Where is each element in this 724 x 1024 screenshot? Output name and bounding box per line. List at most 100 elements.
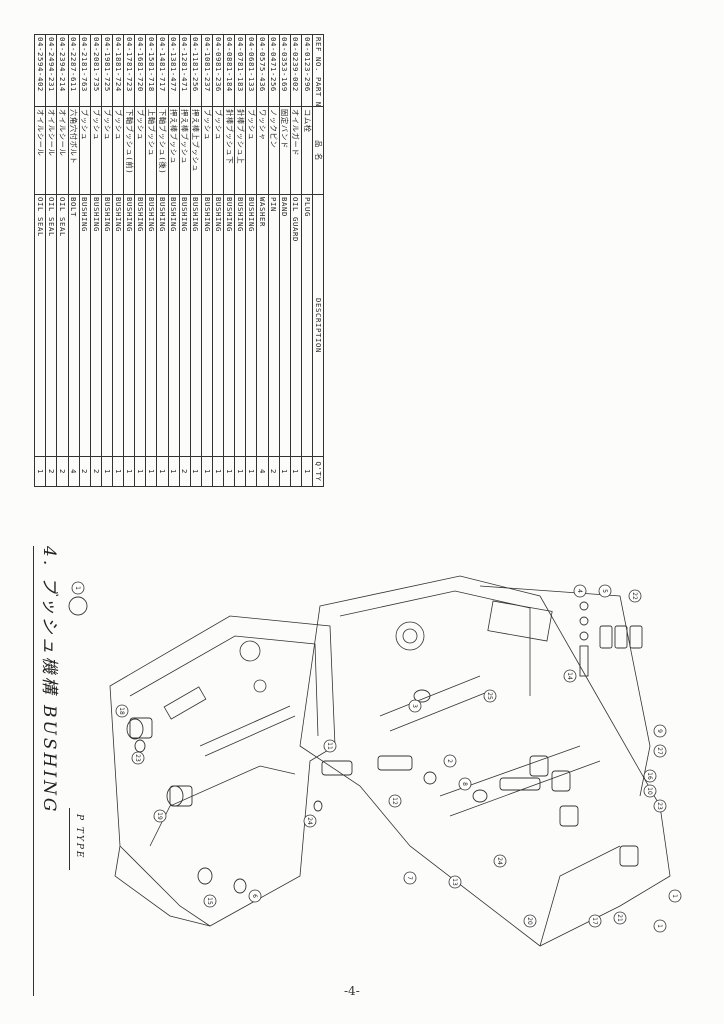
cell-name: オイルガード [290, 106, 302, 195]
cell-qty: 4 [68, 456, 80, 487]
callout-circle [408, 699, 422, 713]
cell-qty: 2 [56, 456, 69, 487]
callout-number: 13 [451, 878, 458, 886]
cell-qty: 1 [190, 456, 202, 487]
cell-part-no: 04-2494-231 [47, 37, 57, 92]
cell-part-no: 04-0239-002 [291, 37, 301, 92]
callout-bubble: 27 [653, 744, 667, 758]
callout-bubble: 1 [71, 581, 85, 595]
cell-description: BUSHING [234, 194, 246, 457]
cell-part-no: 04-1081-237 [202, 37, 212, 92]
callout-bubble: 8 [458, 777, 472, 791]
callout-number: 21 [616, 914, 623, 922]
machine-arm-lower [299, 575, 671, 947]
callout-number: 1 [671, 894, 678, 898]
header-ref-no: REF NO. [313, 37, 323, 72]
callout-bubble: 3 [408, 699, 422, 713]
cell-ref-part: 04-1581-718 [145, 34, 157, 107]
cell-description: BUSHING [145, 194, 157, 457]
cell-part-no: 04-0681-133 [247, 37, 257, 92]
callout-number: 24 [496, 857, 503, 865]
callout-number: 17 [591, 917, 598, 925]
cell-name: ノックピン [268, 106, 280, 195]
cell-description: BUSHING [90, 194, 102, 457]
cell-qty: 2 [79, 456, 91, 487]
cell-ref-part: 04-0575-436 [256, 34, 269, 107]
cell-description: BUSHING [201, 194, 213, 457]
callout-circle [323, 739, 337, 753]
cell-name: 六角穴付ボルト [68, 106, 80, 195]
callout-circle [443, 754, 457, 768]
callout-circle [493, 854, 507, 868]
cell-ref-part: 04-1281-471 [179, 34, 191, 107]
cell-qty: 1 [112, 456, 124, 487]
cell-qty: 1 [245, 456, 257, 487]
cell-qty: 1 [168, 456, 180, 487]
cell-part-no: 04-2394-214 [58, 37, 68, 92]
callout-number: 3 [411, 704, 418, 708]
cell-qty: 1 [34, 456, 46, 487]
callout-number: 10 [646, 787, 653, 795]
callout-number: 4 [576, 589, 583, 593]
callout-bubble: 6 [248, 889, 262, 903]
cell-qty: 1 [223, 456, 235, 487]
cell-name: 押え棒ブッシュ [179, 106, 191, 195]
callout-circle [668, 889, 682, 903]
callout-number: 2 [446, 759, 453, 763]
cell-description: BOLT [68, 194, 80, 457]
cell-description: BUSHING [168, 194, 180, 457]
cell-part-no: 04-0575-436 [258, 37, 268, 92]
cell-description: BUSHING [156, 194, 169, 457]
cell-name: ブッシュ [112, 106, 124, 195]
cell-description: OIL SEAL [34, 194, 46, 457]
cell-ref-part: 04-0981-236 [212, 34, 224, 107]
callout-number: 24 [306, 817, 313, 825]
cell-description: OIL SEAL [56, 194, 69, 457]
callout-bubble: 5 [598, 584, 612, 598]
callout-bubble: 24 [303, 814, 317, 828]
cell-qty: 2 [268, 456, 280, 487]
callout-bubble: 11 [323, 739, 337, 753]
cell-qty: 1 [201, 456, 213, 487]
callout-number: 1 [74, 586, 81, 590]
callout-number: 1 [656, 924, 663, 928]
header-ref-part: REF NO. PART NO. [312, 34, 324, 107]
callout-number: 19 [156, 812, 163, 820]
cell-ref-part: 04-0471-256 [268, 34, 280, 107]
callout-number: 12 [391, 797, 398, 805]
callout-bubble: 1 [668, 889, 682, 903]
cell-name: 押え棒上ブッシュ [190, 106, 202, 195]
cell-qty: 1 [156, 456, 169, 487]
cell-ref-part: 04-1681-720 [134, 34, 146, 107]
cell-qty: 1 [279, 456, 291, 487]
header-description: DESCRIPTION [312, 194, 324, 457]
callout-number: 20 [526, 917, 533, 925]
parts-table: REF NO. PART NO. 品 名 DESCRIPTION Q'TY 04… [34, 34, 324, 487]
cell-description: BUSHING [245, 194, 257, 457]
cell-description: BUSHING [190, 194, 202, 457]
cell-ref-part: 04-0239-002 [290, 34, 302, 107]
callout-circle [563, 669, 577, 683]
cell-qty: 1 [145, 456, 157, 487]
cell-ref-part: 04-0123-296 [301, 34, 313, 107]
callout-circle [588, 914, 602, 928]
cell-name: オイルシール [34, 106, 46, 195]
header-name: 品 名 [312, 106, 324, 195]
callout-circle [653, 744, 667, 758]
cell-part-no: 04-1181-256 [191, 37, 201, 92]
cell-description: OIL GUARD [290, 194, 302, 457]
callout-circle [153, 809, 167, 823]
cell-ref-part: 04-1381-477 [168, 34, 180, 107]
header-qty: Q'TY [312, 456, 324, 487]
callout-bubble: 21 [613, 911, 627, 925]
